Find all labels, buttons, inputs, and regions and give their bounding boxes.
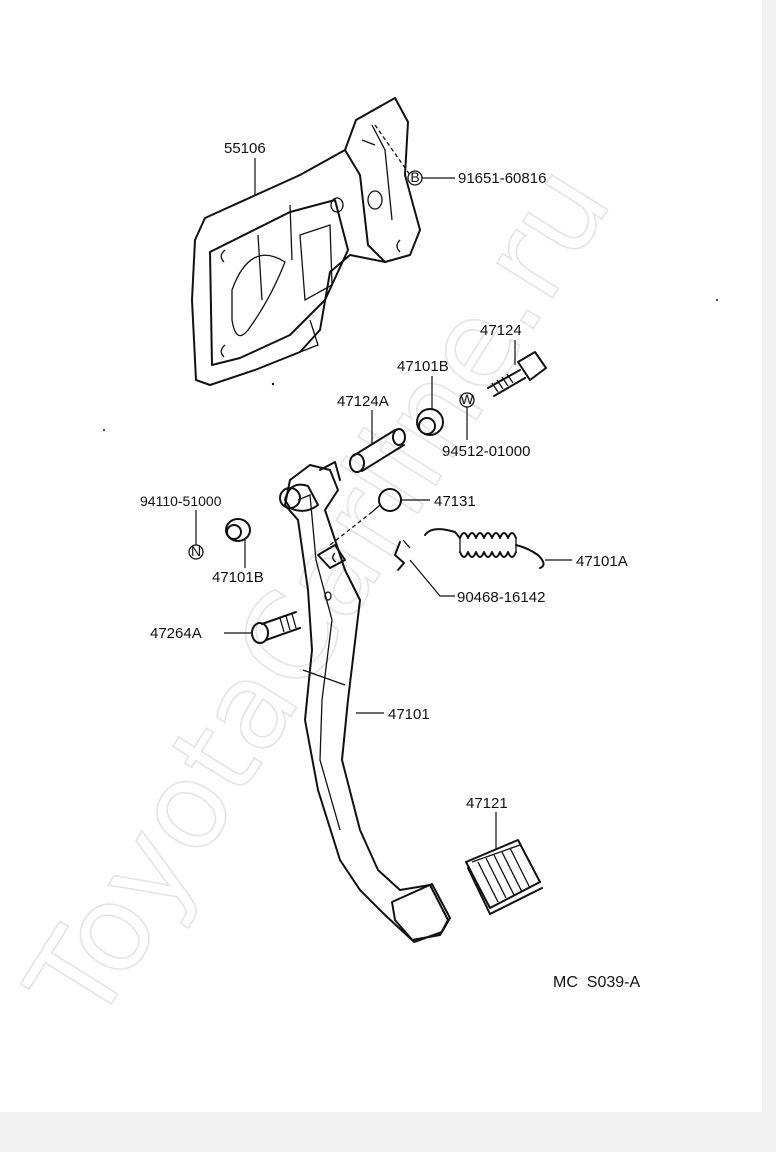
- label-94512-01000: 94512-01000: [442, 443, 530, 460]
- speck: [103, 429, 105, 431]
- clip-90468-drawing: [394, 539, 411, 571]
- pedal-bracket-drawing: [191, 97, 421, 386]
- dashed-line-47131: [329, 511, 373, 546]
- bushing-47101b-top-drawing: [416, 408, 444, 436]
- label-47124: 47124: [480, 322, 522, 339]
- label-90468-16142: 90468-16142: [457, 589, 545, 606]
- dashed-line-91651: [374, 124, 411, 176]
- symbol-b-letter: B: [410, 169, 419, 185]
- bushing-47101b-left-drawing: [225, 518, 251, 542]
- label-94110-51000: 94110-51000: [140, 493, 222, 509]
- symbol-w-letter: W: [460, 391, 474, 407]
- label-47101b-top: 47101B: [397, 358, 449, 375]
- speck: [716, 299, 718, 301]
- collar-47124a-drawing: [349, 428, 406, 473]
- label-55106: 55106: [224, 140, 266, 157]
- label-47264a: 47264A: [150, 625, 202, 642]
- leader-90468: [409, 559, 455, 597]
- label-47101: 47101: [388, 706, 430, 723]
- bolt-47264a-drawing: [251, 611, 301, 644]
- label-47131: 47131: [434, 493, 476, 510]
- label-47101a: 47101A: [576, 553, 628, 570]
- label-47121: 47121: [466, 795, 508, 812]
- label-47101b-left: 47101B: [212, 569, 264, 586]
- clutch-pedal-arm-drawing: [279, 461, 451, 943]
- speck: [271, 382, 275, 386]
- label-91651-60816: 91651-60816: [458, 170, 546, 187]
- bolt-47124-drawing: [487, 351, 547, 397]
- diagram-page: ToyotaCarline.ru B W: [0, 0, 762, 1112]
- return-spring-47101a-drawing: [424, 528, 545, 569]
- label-47124a: 47124A: [337, 393, 389, 410]
- symbol-n-letter: N: [191, 543, 201, 559]
- diagram-code: MC S039-A: [553, 974, 640, 991]
- pedal-pad-47121-drawing: [465, 839, 543, 915]
